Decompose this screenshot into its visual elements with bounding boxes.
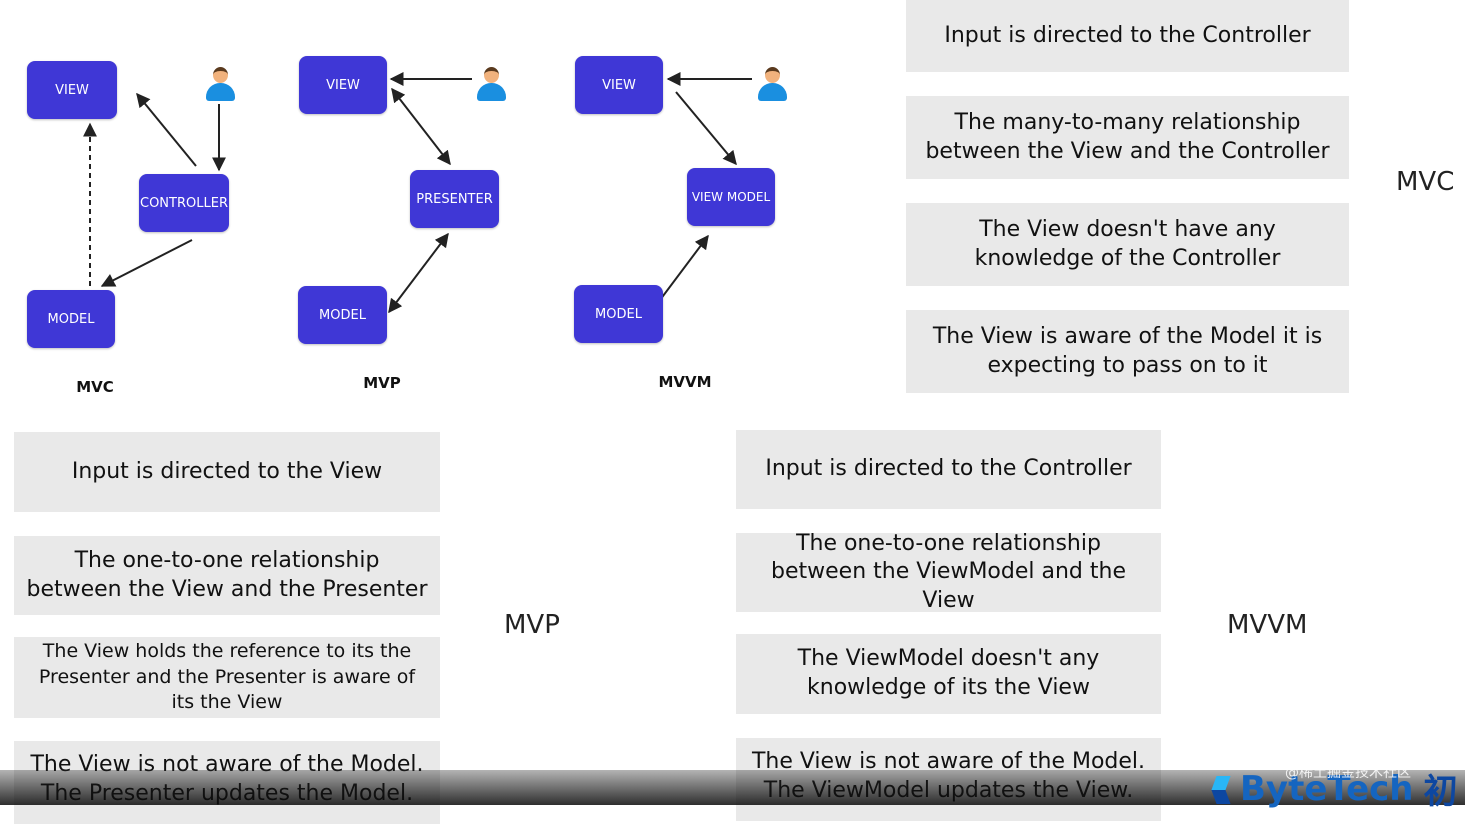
mvp-card-input: Input is directed to the View (14, 432, 440, 512)
mvvm-card-input: Input is directed to the Controller (736, 430, 1161, 509)
watermark: @稀土掘金技术社区 (1285, 765, 1411, 781)
mvvm-arrow-view-to-viewmodel (675, 91, 737, 166)
mvc-card-input: Input is directed to the Controller (906, 0, 1349, 72)
mvvm-viewmodel-node: VIEW MODEL (687, 168, 775, 226)
bytetech-logo-icon (1210, 774, 1234, 804)
mvc-card-view-knowledge: The View doesn't have any knowledge of t… (906, 203, 1349, 286)
mvvm-card-view-knowledge: The ViewModel doesn't any knowledge of i… (736, 634, 1161, 714)
mvp-card-relationship: The one-to-one relationship between the … (14, 536, 440, 615)
mvp-arrow-view-presenter (391, 87, 451, 166)
user-icon (757, 67, 787, 103)
user-icon (205, 67, 235, 103)
mvc-controller-node: CONTROLLER (139, 174, 229, 232)
user-icon (476, 67, 506, 103)
mvc-arrow-controller-to-view (136, 92, 197, 167)
mvc-model-node: MODEL (27, 290, 115, 348)
mvp-model-node: MODEL (298, 286, 387, 344)
mvvm-model-node: MODEL (574, 285, 663, 343)
logo-suffix: 初 (1423, 772, 1458, 812)
mvc-card-view-model: The View is aware of the Model it is exp… (906, 310, 1349, 393)
mvvm-diagram-caption: MVVM (658, 373, 712, 391)
mvp-diagram-caption: MVP (363, 374, 401, 392)
mvp-section-label: MVP (504, 610, 560, 640)
mvc-card-relationship: The many-to-many relationship between th… (906, 96, 1349, 179)
bytetech-logo: ByteTech 初 (1210, 764, 1458, 813)
mvp-arrow-presenter-model (388, 232, 449, 314)
mvp-presenter-node: PRESENTER (410, 170, 499, 228)
mvp-view-node: VIEW (299, 56, 387, 114)
logo-text: ByteTech (1240, 768, 1414, 809)
mvc-section-label: MVC (1396, 167, 1455, 197)
mvc-arrow-controller-to-model (100, 239, 193, 287)
mvp-card-reference: The View holds the reference to its the … (14, 637, 440, 718)
mvvm-view-node: VIEW (575, 56, 663, 114)
mvvm-section-label: MVVM (1227, 610, 1308, 640)
mvc-diagram-caption: MVC (76, 378, 114, 396)
mvc-view-node: VIEW (27, 61, 117, 119)
mvvm-card-relationship: The one-to-one relationship between the … (736, 531, 1161, 613)
